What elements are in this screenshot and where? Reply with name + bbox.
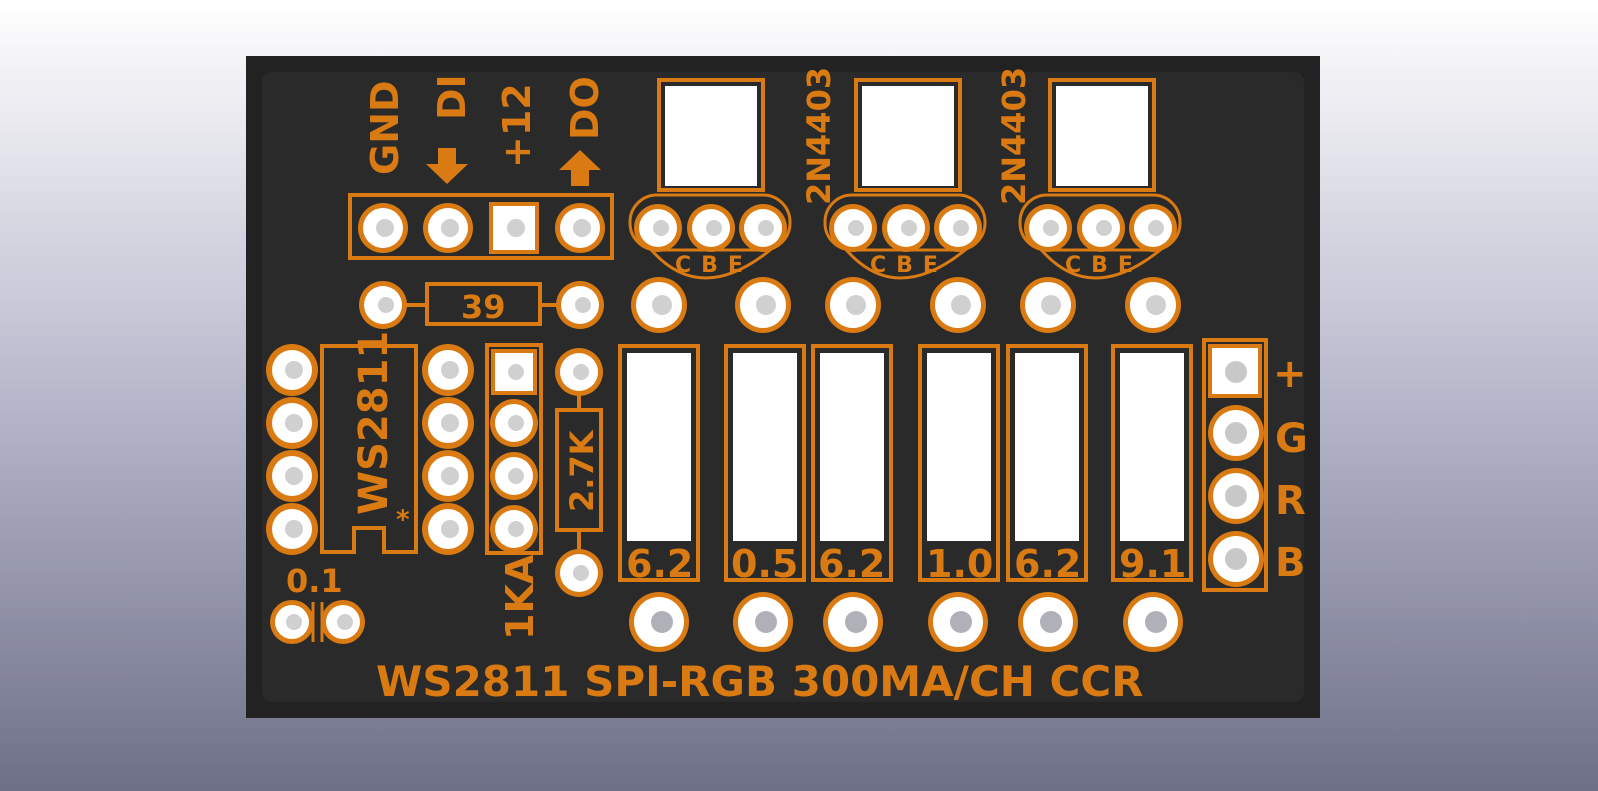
label-plus12: +12 <box>495 83 539 168</box>
resistor-bodies <box>618 344 1193 582</box>
label-out-b: B <box>1275 540 1306 586</box>
value-label-6: 9.1 <box>1119 542 1186 586</box>
label-cbe-3: CBE <box>1065 253 1143 278</box>
label-out-plus: + <box>1273 351 1307 397</box>
value-label-1: 6.2 <box>626 542 693 586</box>
output-connector-pads <box>1208 344 1264 587</box>
value-label-2: 0.5 <box>731 542 798 586</box>
label-di: DI <box>430 74 474 120</box>
label-transistor-2: 2N4403 <box>995 67 1033 205</box>
footer-label: WS2811 SPI-RGB 300MA/CH CCR <box>376 657 1144 706</box>
label-out-g: G <box>1275 416 1308 462</box>
transistor-2: CBE <box>823 78 987 280</box>
connector-power-pads <box>358 202 605 254</box>
resistor-lower-pads <box>629 592 1183 652</box>
transistor-1: CBE <box>628 78 792 280</box>
label-cbe-1: CBE <box>675 253 753 278</box>
label-transistor-1: 2N4403 <box>800 67 838 205</box>
arrow-up-icon <box>559 150 601 186</box>
label-ic: WS2811 <box>351 331 397 515</box>
resistor-array-pads <box>490 349 538 553</box>
transistor-3: CBE <box>1018 78 1182 280</box>
label-resistor-array: 1KA <box>498 554 542 640</box>
label-cap: 0.1 <box>286 562 343 600</box>
label-resistor-2k7: 2.7K <box>563 429 601 512</box>
label-do: DO <box>563 76 607 140</box>
label-cbe-2: CBE <box>870 253 948 278</box>
ic-pin1-marker: * <box>396 505 410 535</box>
resistor-upper-pads <box>631 277 1181 333</box>
value-label-3: 6.2 <box>818 542 885 586</box>
ic-pads <box>266 344 474 555</box>
arrow-down-icon <box>426 148 468 184</box>
value-label-4: 1.0 <box>926 542 993 586</box>
label-out-r: R <box>1275 478 1306 524</box>
value-label-5: 6.2 <box>1014 542 1081 586</box>
label-gnd: GND <box>363 80 407 175</box>
label-resistor-39: 39 <box>461 288 506 326</box>
